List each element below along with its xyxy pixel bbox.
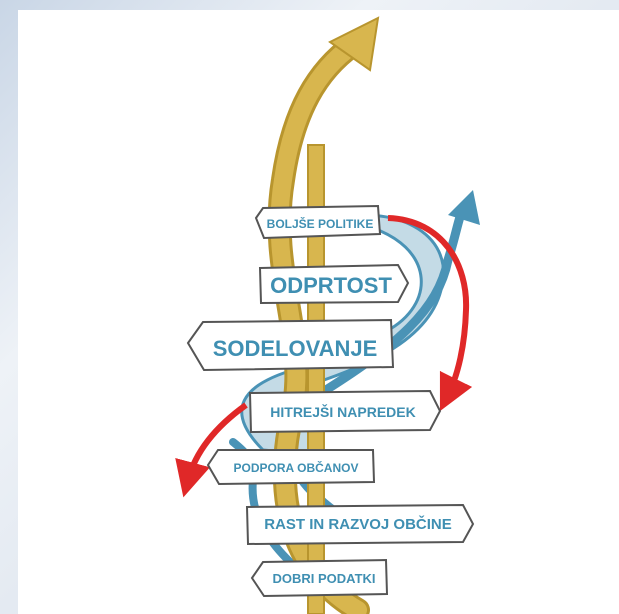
signpost-pole <box>307 144 325 614</box>
diagram-canvas: BOLJŠE POLITIKE ODPRTOST SODELOVANJE HIT… <box>18 10 619 614</box>
sign-rast-in-razvoj-obcine: RAST IN RAZVOJ OBČINE <box>245 503 475 546</box>
sign-dobri-podatki: DOBRI PODATKI <box>250 558 389 598</box>
gold-arrow-head <box>328 16 380 72</box>
sign-bolje-politike: BOLJŠE POLITIKE <box>254 204 382 240</box>
sign-label: PODPORA OBČANOV <box>234 460 359 475</box>
sign-hitrejsi-napredek: HITREJŠI NAPREDEK <box>248 389 442 434</box>
sign-label: DOBRI PODATKI <box>272 571 375 586</box>
red-arrow-right <box>387 215 473 412</box>
sign-label: BOLJŠE POLITIKE <box>267 216 374 231</box>
sign-label: SODELOVANJE <box>213 336 378 361</box>
signpost-diagram: BOLJŠE POLITIKE ODPRTOST SODELOVANJE HIT… <box>175 16 480 614</box>
sign-sodelovanje: SODELOVANJE <box>186 318 395 372</box>
sign-podpora-obcanov: PODPORA OBČANOV <box>206 449 376 486</box>
red-arrow-left <box>175 402 248 498</box>
sign-label: HITREJŠI NAPREDEK <box>270 403 415 420</box>
sign-label: RAST IN RAZVOJ OBČINE <box>264 515 452 533</box>
sign-label: ODPRTOST <box>270 273 392 298</box>
blue-arrow-upper-head <box>448 190 480 225</box>
sign-odprtost: ODPRTOST <box>258 263 410 305</box>
